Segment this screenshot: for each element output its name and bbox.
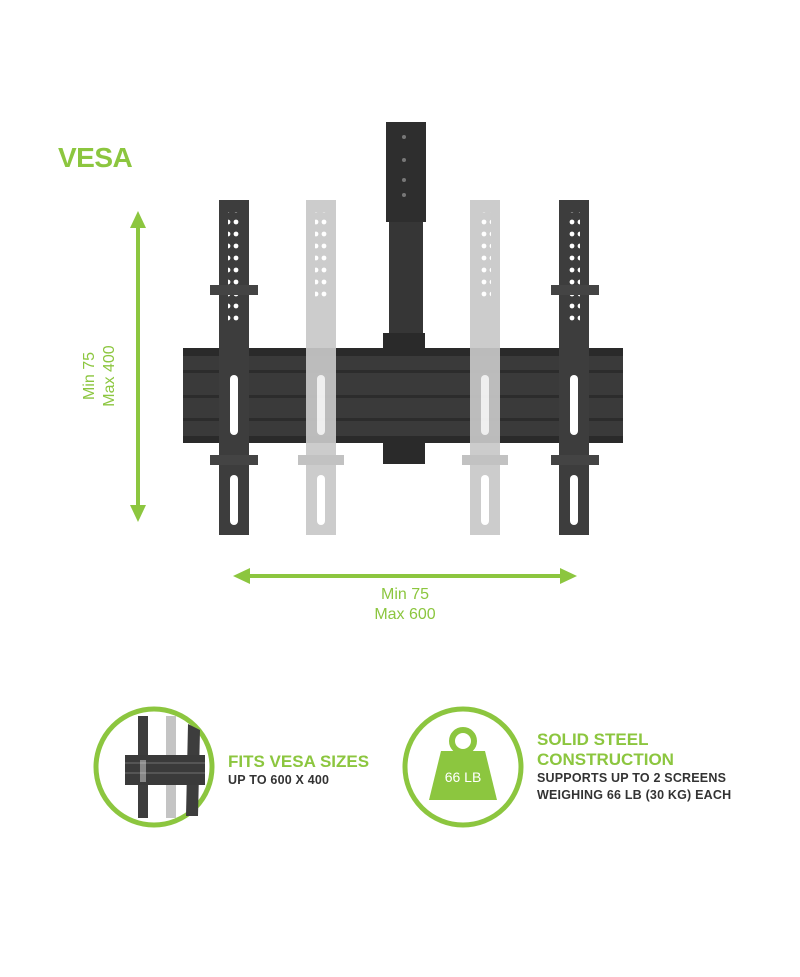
weight-icon: 66 LB xyxy=(402,706,524,828)
vesa-bracket-icon xyxy=(93,706,215,828)
feature-steel-title-line-2: CONSTRUCTION xyxy=(537,750,674,769)
feature-vesa-text-line: UP TO 600 X 400 xyxy=(228,773,330,787)
vertical-dimension-label: Min 75 Max 400 xyxy=(80,316,120,436)
vesa-bracket-dark-left xyxy=(210,200,258,535)
weight-label: 66 LB xyxy=(445,769,482,785)
horizontal-dimension-arrow xyxy=(233,568,577,584)
vesa-title: VESA xyxy=(58,142,133,173)
vertical-dimension-arrow xyxy=(130,211,146,522)
feature-steel-title-line-1: SOLID STEEL xyxy=(537,730,649,749)
horizontal-min-label: Min 75 xyxy=(380,586,430,603)
feature-steel-text-line-2: WEIGHING 66 LB (30 KG) EACH xyxy=(537,788,732,802)
vesa-bracket-light-left xyxy=(298,200,344,535)
feature-vesa-text: UP TO 600 X 400 xyxy=(228,772,329,789)
horizontal-max-label: Max 600 xyxy=(374,606,436,623)
feature-steel-text: SUPPORTS UP TO 2 SCREENS WEIGHING 66 LB … xyxy=(537,770,777,804)
feature-vesa-title: FITS VESA SIZES xyxy=(228,752,370,771)
vesa-bracket-dark-right xyxy=(551,200,599,535)
horizontal-rail xyxy=(183,348,623,443)
vertical-min-label: Min 75 xyxy=(81,351,98,401)
feature-steel-title: SOLID STEEL CONSTRUCTION xyxy=(537,730,757,770)
horizontal-dimension-label: Min 75 Max 600 xyxy=(340,585,470,625)
vesa-bracket-light-right xyxy=(462,200,508,535)
feature-steel-text-line-1: SUPPORTS UP TO 2 SCREENS xyxy=(537,771,727,785)
vertical-max-label: Max 400 xyxy=(101,345,118,407)
